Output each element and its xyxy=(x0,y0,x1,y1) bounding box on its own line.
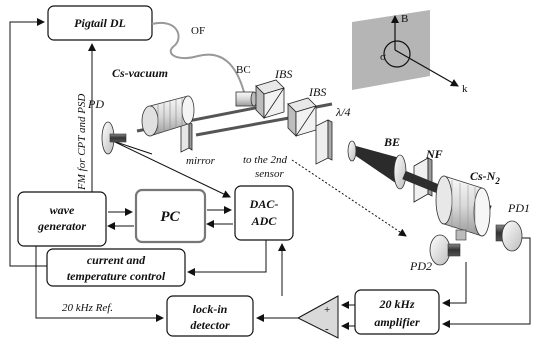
cs-n2-text: Cs-N xyxy=(470,169,497,183)
minus-sign: - xyxy=(325,323,329,335)
current-temperature-label-1: current and xyxy=(87,253,146,267)
beam-rod-mirror xyxy=(195,114,301,137)
cs-n2-label: Cs-N2 xyxy=(470,169,500,186)
pd1-label: PD1 xyxy=(507,201,530,215)
ref-label: 20 kHz Ref. xyxy=(62,302,113,314)
beam-collimator xyxy=(235,91,258,107)
photodiode-pd xyxy=(101,121,127,155)
mirror xyxy=(180,121,193,153)
lock-in-label-2: detector xyxy=(190,318,230,332)
field-geometry-inset xyxy=(352,10,459,90)
k-vector-arrow xyxy=(394,49,459,87)
cs-vacuum-label: Cs-vacuum xyxy=(112,66,168,80)
quarter-wave-plate xyxy=(315,119,333,165)
beam-expander xyxy=(347,140,407,190)
wave-generator-label-1: wave xyxy=(50,203,75,217)
cs-n2-cell xyxy=(435,175,491,241)
plus-sign: + xyxy=(324,304,330,316)
diff-amplifier-triangle: + - xyxy=(296,295,339,339)
pigtail-dl-label: Pigtail DL xyxy=(74,16,126,30)
pc-label: PC xyxy=(160,209,180,225)
mirror-label: mirror xyxy=(186,155,216,167)
cs-vacuum-cell xyxy=(141,95,195,137)
ibs-cube-1 xyxy=(255,79,285,119)
photodiode-pd2 xyxy=(429,234,461,266)
lock-in-detector-box: lock-in detector xyxy=(166,295,254,337)
pd-label: PD xyxy=(87,97,104,111)
sigma-label: σ xyxy=(380,51,386,63)
pd2-label: PD2 xyxy=(409,259,432,273)
current-temperature-box: current and temperature control xyxy=(46,248,186,287)
ibs-1-label: IBS xyxy=(274,67,292,81)
amplifier-label-1: 20 kHz xyxy=(378,297,414,311)
of-label: OF xyxy=(191,25,205,37)
b-field-label: B xyxy=(401,13,408,25)
wave-generator-box: wave generator xyxy=(17,191,107,247)
ibs-cube-2 xyxy=(287,97,317,137)
nf-label: NF xyxy=(425,147,443,161)
cs-n2-subscript: 2 xyxy=(494,176,500,186)
second-sensor-label-2: sensor xyxy=(255,168,284,180)
k-vector-label: k xyxy=(462,83,468,95)
amplifier-label-2: amplifier xyxy=(374,315,420,329)
dac-adc-box: DAC- ADC xyxy=(234,185,294,241)
second-sensor-label-1: to the 2nd xyxy=(243,154,287,166)
wiring xyxy=(9,18,531,330)
wave-generator-label-2: generator xyxy=(37,219,86,233)
optical-fiber xyxy=(151,21,245,93)
pigtail-dl-box: Pigtail DL xyxy=(47,5,153,41)
lock-in-label-1: lock-in xyxy=(193,302,228,316)
dac-adc-label-1: DAC- xyxy=(249,197,279,211)
current-temperature-label-2: temperature control xyxy=(67,269,166,283)
pc-box: PC xyxy=(134,188,207,244)
sigma-circle xyxy=(383,40,411,68)
ibs-2-label: IBS xyxy=(308,85,326,99)
bc-label: BC xyxy=(236,64,251,76)
fm-label: FM for CPT and PSD xyxy=(76,94,88,191)
photodiode-pd1 xyxy=(495,220,523,252)
lambda-4-label: λ/4 xyxy=(335,105,351,119)
be-label: BE xyxy=(383,135,400,149)
amplifier-box: 20 kHz amplifier xyxy=(354,289,440,335)
dac-adc-label-2: ADC xyxy=(251,214,278,228)
